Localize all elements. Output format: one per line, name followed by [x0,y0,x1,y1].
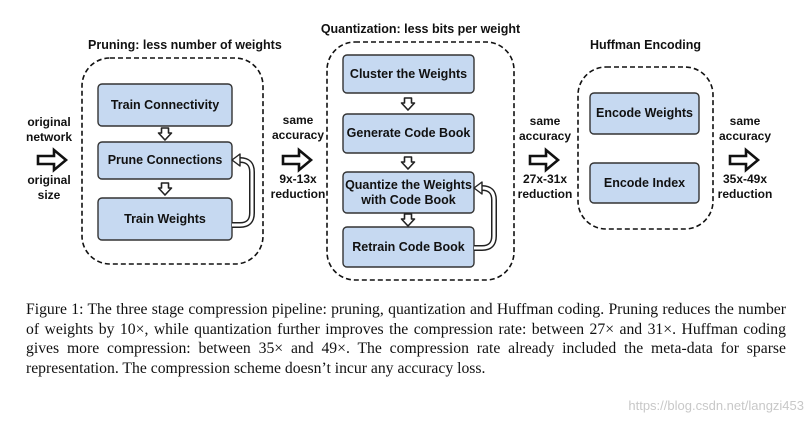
pruning-feedback-loop-arrow [231,153,255,228]
down-arrow-icon [400,156,416,170]
train-weights-box [97,197,233,241]
input-arrow-icon [36,148,68,172]
pipeline-diagram: Pruning: less number of weights Quantiza… [25,22,773,281]
quantization-output-arrow-icon [528,148,560,172]
prune-connections-label: Prune Connections [107,153,223,167]
quantize-weights-label: Quantize the Weights with Code Book [345,177,472,207]
encode-weights-box [589,92,700,135]
encode-weights-label: Encode Weights [595,106,693,120]
pruning-stage-border [81,57,264,265]
down-arrow-icon [157,127,173,141]
train-connectivity-box [97,83,233,127]
generate-code-book-label: Generate Code Book [346,126,471,140]
pruning-output-arrow-icon [281,148,313,172]
cluster-weights-box [342,54,475,94]
diagram-graphics [36,41,760,281]
down-arrow-icon [400,213,416,227]
original-network-label: original network [25,115,72,144]
pruning-stage-title: Pruning: less number of weights [88,38,282,52]
huffman-reduction-label: 35x-49x reduction [717,172,773,201]
cluster-weights-label: Cluster the Weights [349,66,468,81]
train-connectivity-label: Train Connectivity [110,97,220,112]
retrain-code-book-label: Retrain Code Book [352,239,465,254]
down-arrow-icon [400,97,416,111]
pruning-same-accuracy-label: same accuracy [271,113,325,142]
quantization-feedback-loop-arrow [473,181,497,251]
pruning-reduction-label: 9x-13x reduction [270,172,326,201]
train-weights-label: Train Weights [124,211,206,226]
encode-index-box [589,162,700,204]
encode-index-label: Encode Index [603,175,686,190]
quantization-stage-title: Quantization: less bits per weight [320,22,521,36]
huffman-stage-border [577,66,714,230]
quantization-stage-border [326,41,515,281]
figure-caption: Figure 1: The three stage compression pi… [26,301,786,377]
watermark: https://blog.csdn.net/langzi453 [628,398,804,413]
down-arrow-icon [157,182,173,196]
generate-code-book-box [342,113,475,154]
quantization-reduction-label: 27x-31x reduction [517,172,573,201]
huffman-stage-title: Huffman Encoding [589,38,702,52]
huffman-same-accuracy-label: same accuracy [718,114,772,143]
huffman-output-arrow-icon [728,148,760,172]
original-size-label: original size [27,173,71,202]
quantization-same-accuracy-label: same accuracy [518,114,572,143]
quantize-weights-box [342,171,475,214]
